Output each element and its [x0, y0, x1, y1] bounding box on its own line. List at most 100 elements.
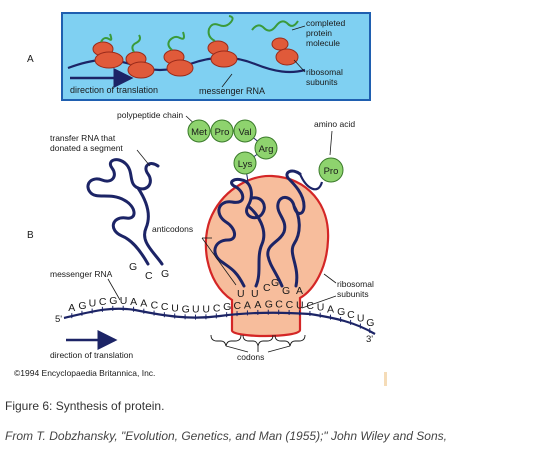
panel-a-protein-chain-3 [167, 31, 185, 51]
panel-b-mrna-label: messenger RNA [50, 269, 113, 279]
mrna-nucleotide: C [306, 300, 314, 312]
anticodon-right-1: G [271, 277, 279, 289]
panel-b-direction-label: direction of translation [50, 350, 133, 360]
panel-a-ribosome-4 [207, 40, 238, 68]
mrna-nucleotide: U [317, 302, 325, 314]
mrna-nucleotide: G [78, 300, 86, 312]
free-trna-anticodon-2: C [145, 270, 153, 282]
svg-text:Lys: Lys [238, 159, 253, 170]
svg-text:Pro: Pro [215, 127, 230, 138]
panel-a-ribosome-1 [92, 41, 124, 69]
anticodon-right-2: G [282, 285, 290, 297]
panel-a-ribosomal-label: ribosomal subunits [306, 67, 345, 87]
mrna-nucleotide: U [296, 299, 304, 311]
anticodon-left-3: C [263, 282, 271, 294]
mrna-nucleotide: U [202, 303, 210, 315]
mrna-nucleotide: G [182, 303, 190, 315]
panel-b-ribosomal-label: ribosomal subunits [337, 279, 376, 299]
mrna-nucleotide: C [234, 300, 242, 312]
anticodon-left-1: U [237, 288, 245, 300]
amino-acid-leader [329, 130, 333, 156]
panel-a-protein-chain-4 [207, 15, 234, 42]
figure-caption: Figure 6: Synthesis of protein. [5, 399, 165, 413]
free-trna [86, 158, 164, 266]
panel-a-protein-chain-2 [131, 34, 141, 53]
bound-trna-right [266, 169, 306, 288]
mrna-nucleotide: G [109, 295, 117, 307]
ribosomal-leader-top [323, 273, 337, 284]
panel-a-ribosome-2 [125, 51, 155, 79]
mrna-nucleotide: C [161, 301, 169, 313]
mrna-nucleotide: C [275, 299, 283, 311]
amino-acid-met: Met [187, 119, 211, 143]
mrna-nucleotide: G [223, 301, 231, 313]
mrna-nucleotide: U [120, 295, 128, 307]
mrna-nucleotide: U [357, 313, 365, 325]
panel-a-box: direction of translation messenger RNA [61, 12, 371, 101]
free-trna-anticodon-3: G [161, 268, 169, 280]
ribosomal-leader-bottom [301, 295, 337, 309]
panel-a-completed-protein [251, 20, 299, 32]
mrna-nucleotide: U [89, 298, 97, 310]
three-prime-label: 3' [366, 334, 373, 345]
panel-b-mrna-leader [107, 278, 121, 301]
panel-b-label: B [27, 230, 34, 241]
scan-artifact [384, 372, 387, 386]
amino-acid-label: amino acid [314, 119, 355, 129]
mrna-nucleotide: U [192, 304, 200, 316]
bound-trna-left [213, 178, 266, 288]
panel-a-ribosome-3 [163, 49, 194, 77]
panel-a-ribosomal-leader [293, 59, 306, 73]
anticodons-label: anticodons [152, 224, 193, 234]
mrna-ticks [71, 305, 371, 334]
panel-a-protein-chain-1 [100, 33, 113, 43]
panel-a-free-ribosome [271, 37, 299, 66]
codon-braces [210, 334, 306, 353]
svg-text:Arg: Arg [259, 144, 274, 155]
panel-a-mrna-leader [221, 73, 233, 88]
mrna-nucleotide: C [213, 302, 221, 314]
panel-a-label: A [27, 54, 34, 65]
mrna-nucleotide: G [337, 306, 345, 318]
mrna-nucleotide: A [130, 296, 137, 308]
amino-acid-arg: Arg [254, 136, 278, 160]
polypeptide-chain-label: polypeptide chain [117, 110, 183, 120]
mrna-nucleotide: C [286, 299, 294, 311]
incoming-amino-acid-pro: Pro [318, 157, 344, 183]
anticodon-left-2: U [251, 288, 259, 300]
panel-b-mrna-strand [63, 307, 376, 335]
copyright-text: ©1994 Encyclopaedia Britannica, Inc. [14, 368, 155, 378]
mrna-nucleotide: C [347, 309, 355, 321]
anticodon-right-3: A [296, 285, 303, 297]
figure-citation: From T. Dobzhansky, "Evolution, Genetics… [5, 429, 447, 443]
panel-a-direction-label: direction of translation [70, 85, 158, 95]
mrna-nucleotide: C [151, 300, 159, 312]
svg-text:Pro: Pro [324, 166, 339, 177]
mrna-nucleotide: A [254, 299, 261, 311]
five-prime-label: 5' [55, 314, 62, 325]
mrna-nucleotide: A [68, 302, 75, 314]
mrna-nucleotide: U [171, 302, 179, 314]
transfer-rna-leader [136, 149, 151, 167]
incoming-trna-stem [298, 173, 324, 191]
mrna-nucleotide: G [265, 299, 273, 311]
mrna-nucleotide: C [99, 296, 107, 308]
amino-acid-lys: Lys [233, 151, 257, 175]
completed-protein-label: completed protein molecule [306, 18, 348, 48]
mrna-nucleotide: A [140, 298, 147, 310]
amino-acid-val: Val [233, 119, 257, 143]
completed-protein-leader [291, 25, 306, 31]
anticodons-leader-1 [201, 237, 237, 286]
polypeptide-chain: Met Pro Val Arg Lys [187, 119, 278, 183]
mrna-nucleotide: A [327, 304, 334, 316]
svg-text:Val: Val [238, 127, 251, 138]
free-trna-anticodon-1: G [129, 261, 137, 273]
mrna-nucleotide: A [244, 299, 251, 311]
svg-text:Met: Met [191, 127, 207, 138]
codons-label: codons [237, 352, 264, 362]
amino-acid-pro: Pro [210, 119, 234, 143]
transfer-rna-label: transfer RNA that donated a segment [50, 133, 123, 153]
panel-a-mrna-label: messenger RNA [199, 86, 265, 96]
